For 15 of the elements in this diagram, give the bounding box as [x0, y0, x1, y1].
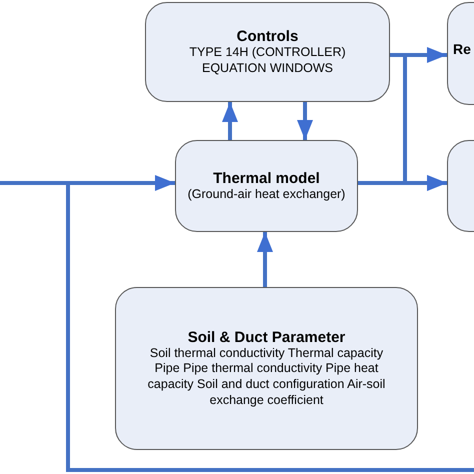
arrow [297, 102, 313, 140]
process-box [115, 287, 418, 450]
box-title: Soil & Duct Parameter [188, 328, 346, 346]
box-text: TYPE 14H (CONTROLLER) EQUATION WINDOWS [188, 44, 347, 76]
arrow [0, 175, 175, 191]
process-box [145, 2, 390, 102]
process-box [175, 140, 358, 232]
arrow [257, 232, 273, 287]
box-text: Soil thermal conductivity Thermal capacity Pipe Pipe thermal conductivity Pipe heat capacity Soil and duct configuration Air-soil exchange coefficient [146, 346, 386, 408]
box-text: (Ground-air heat exchanger) [188, 186, 346, 202]
arrow [222, 102, 238, 140]
box-title: Controls [236, 28, 298, 45]
box-title: Re [453, 40, 471, 56]
arrow [358, 175, 447, 191]
box-title: Thermal model [213, 170, 320, 187]
